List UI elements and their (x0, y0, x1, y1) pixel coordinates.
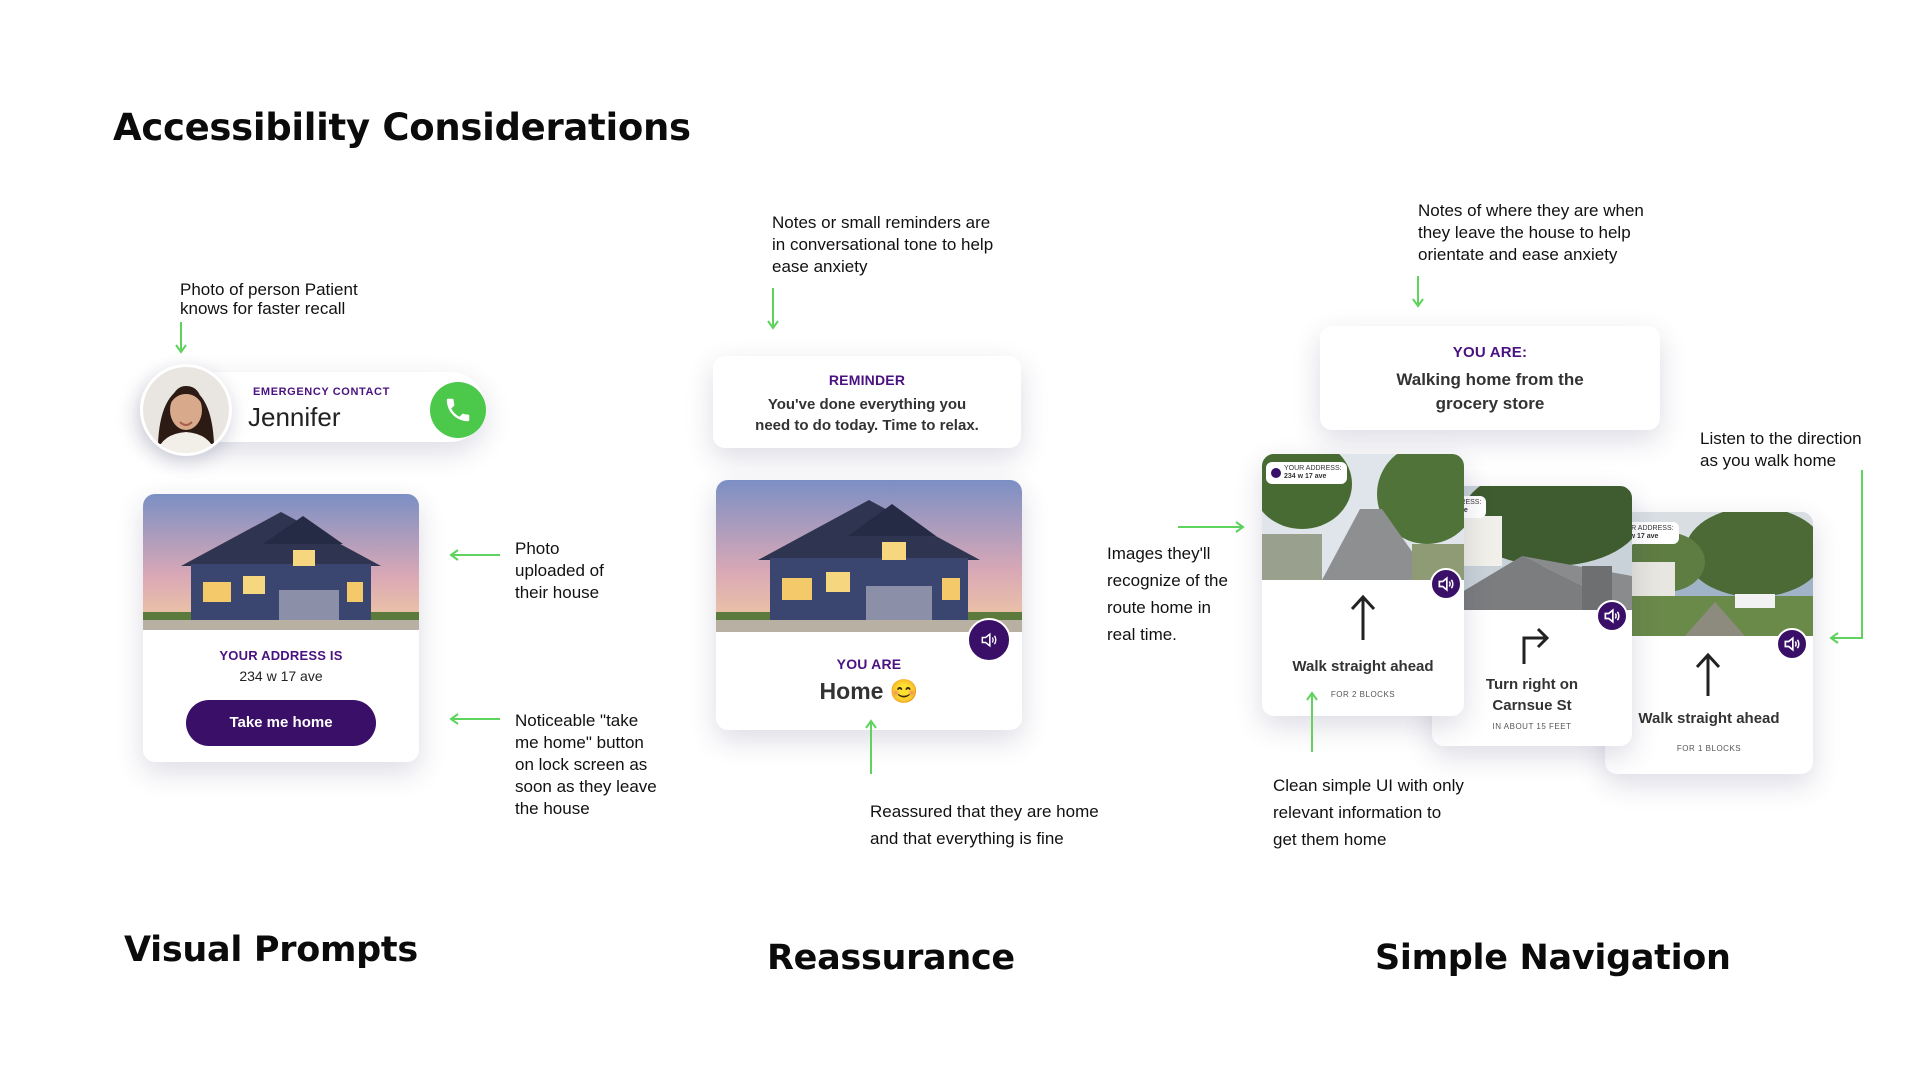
house-photo (143, 494, 419, 630)
speaker-button[interactable] (1776, 628, 1808, 660)
smile-emoji-icon: 😊 (889, 678, 919, 704)
address-value: 234 w 17 ave (239, 668, 323, 684)
address-tag: YOUR ADDRESS: 234 w 17 ave (1266, 462, 1347, 484)
reminder-label: REMINDER (828, 372, 906, 388)
nav-card-2: R ADDRESS: w 17 ave Turn right on Carnsu… (1432, 486, 1632, 746)
arrow-left-house (449, 549, 500, 561)
take-me-home-button[interactable]: Take me home (186, 700, 376, 746)
arrow-down-status (1412, 276, 1424, 308)
address-label: YOUR ADDRESS IS (219, 648, 343, 663)
note-clean-ui: Clean simple UI with only relevant infor… (1273, 776, 1464, 849)
home-card: YOU ARE Home 😊 (716, 480, 1022, 730)
arrow-up-icon (1348, 594, 1378, 640)
arrow-up-clean-ui (1306, 691, 1318, 752)
direction-text: Walk straight ahead (1292, 658, 1434, 675)
reminder-text: You've done everything you need to do to… (755, 396, 979, 434)
contact-label: EMERGENCY CONTACT (253, 386, 390, 398)
arrow-up-home (865, 719, 877, 774)
home-value: Home 😊 (819, 678, 919, 704)
note-images: Images they'll recognize of the route ho… (1107, 544, 1228, 644)
arrow-right-images (1178, 521, 1245, 533)
note-photo-person: Photo of person Patient knows for faster… (180, 280, 358, 318)
home-label: YOU ARE (836, 656, 902, 672)
street-photo (1432, 486, 1632, 610)
section-title-visual-prompts: Visual Prompts (124, 930, 418, 970)
note-photo-house: Photo uploaded of their house (515, 539, 604, 602)
arrow-down-photo (175, 322, 187, 354)
note-where-they-are: Notes of where they are when they leave … (1418, 201, 1644, 264)
direction-text: Walk straight ahead (1638, 710, 1780, 727)
note-reminders: Notes or small reminders are in conversa… (772, 213, 994, 276)
person-photo-icon (143, 367, 229, 453)
arrow-up-icon (1693, 652, 1723, 696)
page-title: Accessibility Considerations (113, 106, 691, 149)
speaker-icon (1784, 636, 1800, 652)
note-reassured: Reassured that they are home and that ev… (870, 802, 1099, 848)
call-button[interactable] (430, 382, 486, 438)
section-title-simple-navigation: Simple Navigation (1375, 938, 1731, 978)
note-take-me-home: Noticeable "take me home" button on lock… (515, 711, 657, 818)
address-card: YOUR ADDRESS IS 234 w 17 ave Take me hom… (143, 494, 419, 762)
status-text: Walking home from the grocery store (1396, 370, 1584, 413)
location-pin-icon (1271, 468, 1281, 478)
you-are-status-card: YOU ARE: Walking home from the grocery s… (1320, 326, 1660, 430)
turn-right-icon (1518, 624, 1552, 664)
note-listen: Listen to the direction as you walk home (1700, 429, 1862, 470)
reminder-card: REMINDER You've done everything you need… (713, 356, 1021, 448)
direction-sub: FOR 1 BLOCKS (1676, 744, 1742, 753)
speaker-icon (1438, 576, 1454, 592)
direction-text: Turn right on Carnsue St (1485, 676, 1579, 714)
section-title-reassurance: Reassurance (767, 938, 1015, 978)
speaker-button[interactable] (1430, 568, 1462, 600)
direction-sub: IN ABOUT 15 FEET (1492, 722, 1572, 731)
status-label: YOU ARE: (1452, 344, 1528, 361)
speaker-icon (1604, 608, 1620, 624)
speaker-button[interactable] (1596, 600, 1628, 632)
contact-name: Jennifer (248, 402, 341, 432)
speaker-button[interactable] (967, 618, 1011, 662)
arrow-left-button (449, 713, 500, 725)
direction-sub: FOR 2 BLOCKS (1330, 690, 1396, 699)
phone-icon (446, 398, 470, 422)
house-photo (716, 480, 1022, 632)
nav-card-3: YOUR ADDRESS: 234 w 17 ave Walk straight… (1605, 512, 1813, 774)
speaker-icon (981, 632, 997, 648)
arrow-to-speaker (1829, 470, 1863, 644)
avatar (140, 364, 232, 456)
arrow-down-reminder (767, 288, 779, 330)
